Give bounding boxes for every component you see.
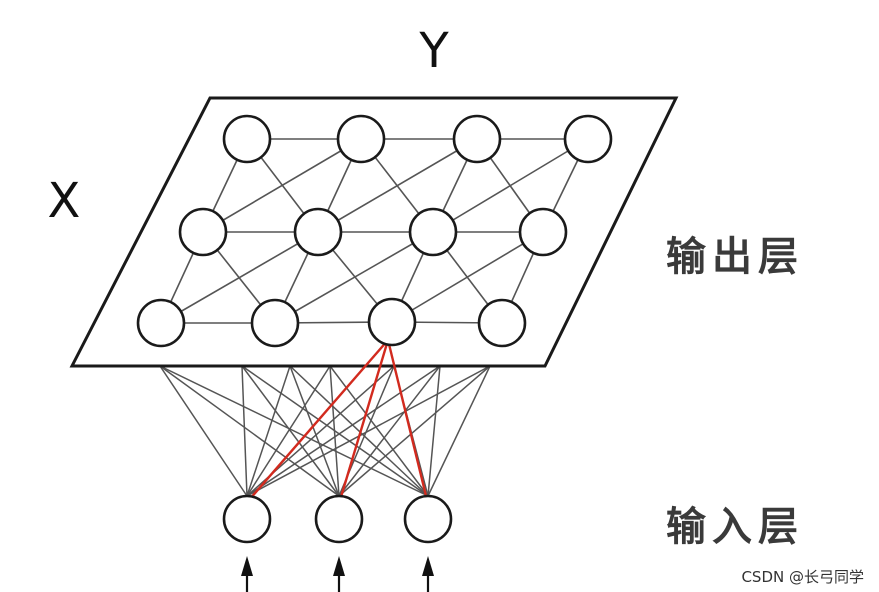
output-node-r1-c2 <box>408 207 458 257</box>
input-node-2 <box>403 494 453 544</box>
connection-line-1-2 <box>289 365 340 497</box>
connection-line-1-6 <box>338 365 491 497</box>
output-node-r1-c1 <box>293 207 343 257</box>
highlight-connection-1 <box>339 339 390 498</box>
output-node-r0-c1 <box>336 114 386 164</box>
connection-line-2-6 <box>427 365 491 497</box>
output-node-r0-c3 <box>563 114 613 164</box>
grid-edge-23 <box>274 231 434 324</box>
output-node-r0-c2 <box>452 114 502 164</box>
input-output-connections <box>159 365 491 497</box>
output-node-r1-c0 <box>178 207 228 257</box>
connection-line-0-3 <box>246 365 331 497</box>
connection-line-1-1 <box>241 365 340 497</box>
output-node-r2-c3 <box>477 298 527 348</box>
connection-line-1-5 <box>338 365 441 497</box>
highlight-connection-2 <box>386 339 429 501</box>
output-node-r1-c3 <box>518 207 568 257</box>
output-node-r2-c1 <box>250 298 300 348</box>
connection-line-0-1 <box>241 365 248 497</box>
connection-line-2-2 <box>289 365 429 497</box>
input-arrow-head-icon-0 <box>241 556 253 576</box>
connection-line-2-5 <box>427 365 441 497</box>
connection-line-0-0 <box>159 365 248 497</box>
input-arrow-head-icon-2 <box>422 556 434 576</box>
highlight-connection-0 <box>248 339 389 501</box>
output-node-r2-c2 <box>367 297 417 347</box>
input-layer-label: 输入层 <box>666 503 804 550</box>
input-node-1 <box>314 494 364 544</box>
grid-edge-12 <box>432 138 589 233</box>
y-axis-label: Y <box>418 23 449 79</box>
connection-line-2-1 <box>241 365 429 497</box>
grid-edge-25 <box>391 231 544 323</box>
output-node-r0-c0 <box>222 114 272 164</box>
grid-edge-19 <box>160 231 319 324</box>
output-node-r2-c0 <box>136 298 186 348</box>
input-arrows <box>241 556 434 592</box>
input-node-0 <box>222 494 272 544</box>
highlighted-connections <box>248 339 429 501</box>
connection-line-0-6 <box>246 365 491 497</box>
x-axis-label: X <box>48 173 81 229</box>
watermark: CSDN @长弓同学 <box>741 568 864 586</box>
grid-edge-10 <box>317 138 478 233</box>
output-layer-label: 输出层 <box>666 233 804 280</box>
grid-edge-6 <box>202 138 362 233</box>
connection-line-0-2 <box>246 365 291 497</box>
network-nodes <box>136 114 613 544</box>
connection-line-2-0 <box>159 365 429 497</box>
input-arrow-head-icon-1 <box>333 556 345 576</box>
connection-line-1-0 <box>159 365 340 497</box>
connection-line-0-5 <box>246 365 441 497</box>
